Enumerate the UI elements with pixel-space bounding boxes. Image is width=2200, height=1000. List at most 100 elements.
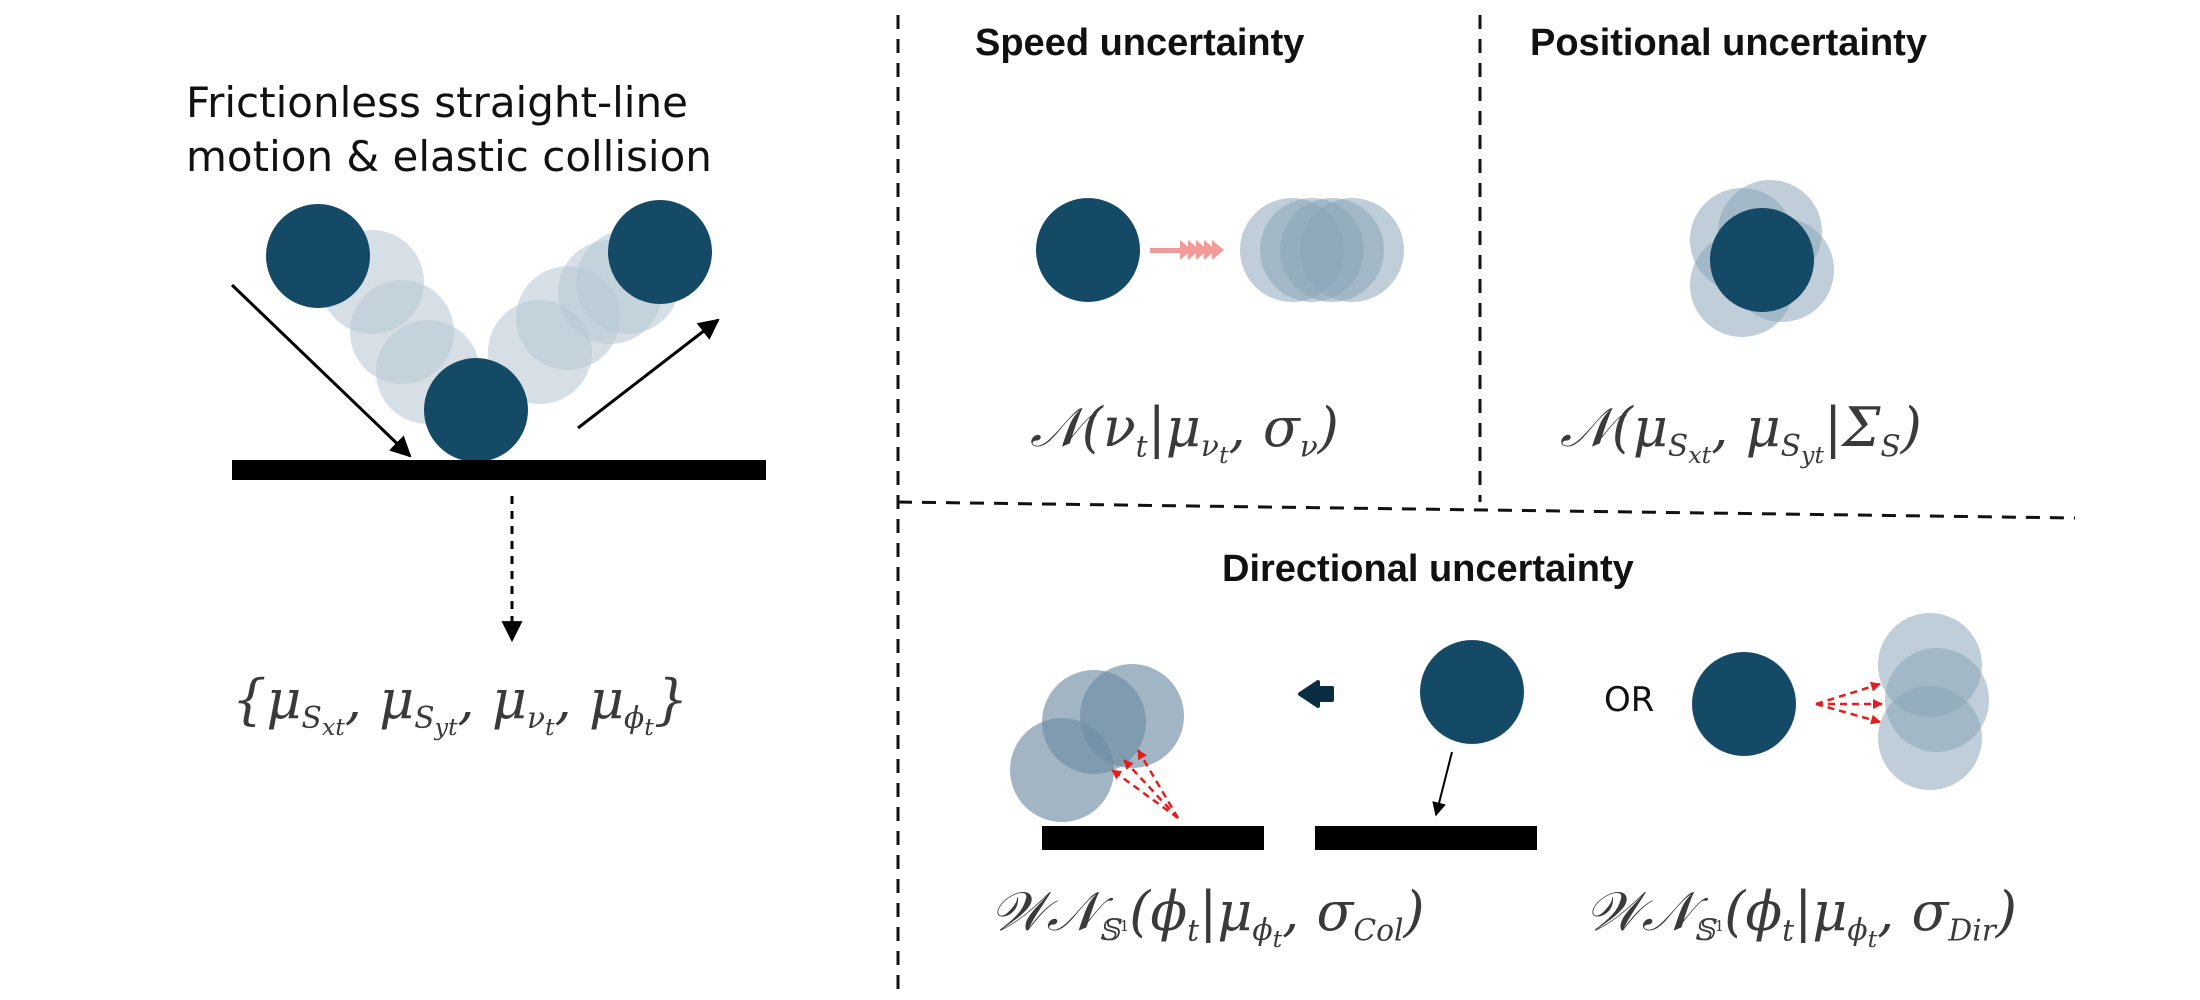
- left-caption-line1: Frictionless straight-line: [186, 78, 688, 127]
- formula-symbol: (: [1611, 396, 1633, 459]
- formula-symbol: ,: [1282, 880, 1317, 943]
- formula-symbol: t: [644, 713, 654, 742]
- formula-symbol: Col: [1353, 913, 1404, 949]
- formula-symbol: 𝕊: [1098, 913, 1120, 949]
- ball: [1420, 640, 1524, 744]
- formula-symbol: S: [1880, 429, 1901, 465]
- formula-symbol: t: [447, 713, 458, 742]
- wall: [1042, 826, 1264, 850]
- formula-symbol: t: [1701, 441, 1712, 470]
- ghost-ball: [1878, 686, 1982, 790]
- positional-title: Positional uncertainty: [1530, 22, 1927, 64]
- formula-symbol: x: [1688, 441, 1702, 470]
- latent-state-formula: {μSxt, μSyt, μνt, μϕt}: [232, 668, 688, 742]
- formula-symbol: ϕ: [1150, 880, 1188, 943]
- speed-title: Speed uncertainty: [975, 22, 1305, 64]
- speed-arrow: [1150, 240, 1224, 260]
- ghost-ball: [1080, 664, 1184, 768]
- formula-symbol: μ: [266, 668, 302, 731]
- direction-formula: 𝒲𝒩𝕊1(ϕt|μϕt, σDir): [1585, 880, 2017, 954]
- wall: [232, 460, 766, 480]
- formula-symbol: 𝒲𝒩: [990, 880, 1099, 943]
- formula-symbol: ): [1995, 880, 2017, 943]
- formula-symbol: t: [335, 713, 345, 742]
- formula-symbol: }: [653, 668, 689, 731]
- result-arrow-icon: [1298, 680, 1334, 708]
- formula-symbol: 𝒲𝒩: [1585, 880, 1694, 943]
- formula-symbol: μ: [1745, 396, 1781, 459]
- formula-symbol: μ: [491, 668, 527, 731]
- formula-symbol: t: [1867, 925, 1878, 954]
- formula-symbol: ,: [554, 668, 589, 731]
- speed-formula: 𝒩(νt|μνt, σν): [1030, 396, 1339, 470]
- formula-symbol: ν: [1299, 429, 1318, 465]
- formula-symbol: t: [1782, 913, 1795, 949]
- formula-symbol: |: [1147, 396, 1166, 459]
- formula-symbol: S: [414, 701, 435, 737]
- formula-symbol: ,: [1711, 396, 1746, 459]
- formula-symbol: μ: [1812, 880, 1848, 943]
- formula-symbol: ,: [1877, 880, 1912, 943]
- formula-symbol: {: [232, 668, 267, 731]
- formula-symbol: ): [1900, 396, 1922, 459]
- ghost-ball: [1300, 198, 1404, 302]
- formula-symbol: ,: [457, 668, 492, 731]
- formula-symbol: σ: [1316, 880, 1354, 943]
- direction-spread-arrows: [1815, 681, 1883, 725]
- incoming-arrow: [1432, 751, 1453, 817]
- ball: [1036, 198, 1140, 302]
- formula-symbol: Σ: [1842, 396, 1881, 459]
- collision-trajectory: [230, 200, 766, 643]
- ball-start: [266, 204, 370, 308]
- left-caption: Frictionless straight-line motion & elas…: [186, 76, 712, 184]
- formula-symbol: 𝕊: [1693, 913, 1715, 949]
- formula-symbol: t: [1187, 913, 1200, 949]
- formula-symbol: |: [1199, 880, 1218, 943]
- formula-symbol: μ: [1217, 880, 1253, 943]
- directional-free-illustration: [1692, 613, 1989, 790]
- formula-symbol: y: [434, 713, 448, 742]
- formula-symbol: μ: [1632, 396, 1668, 459]
- panel-dividers: [896, 15, 2076, 995]
- formula-symbol: t: [1272, 925, 1283, 954]
- formula-symbol: 𝒩: [1030, 396, 1082, 459]
- speed-illustration: [1036, 198, 1404, 302]
- formula-symbol: ,: [1228, 396, 1263, 459]
- ball: [1710, 208, 1814, 312]
- formula-symbol: |: [1794, 880, 1813, 943]
- formula-symbol: ): [1403, 880, 1425, 943]
- formula-symbol: 𝒩: [1560, 396, 1612, 459]
- or-label: OR: [1604, 680, 1655, 720]
- directional-title: Directional uncertainty: [1222, 548, 1634, 590]
- directional-collision-illustration: [1010, 640, 1537, 850]
- formula-symbol: S: [1667, 429, 1689, 465]
- formula-symbol: ν: [1102, 396, 1136, 459]
- formula-symbol: μ: [379, 668, 415, 731]
- formula-symbol: ϕ: [1745, 880, 1783, 943]
- formula-symbol: ν: [1200, 429, 1219, 465]
- formula-symbol: Dir: [1948, 913, 1996, 949]
- formula-symbol: ,: [344, 668, 380, 731]
- wall: [1315, 826, 1537, 850]
- formula-symbol: y: [1801, 441, 1815, 470]
- formula-symbol: ): [1317, 396, 1339, 459]
- ball-end: [608, 200, 712, 304]
- collision-spread-arrows: [1111, 749, 1180, 820]
- formula-symbol: μ: [1165, 396, 1201, 459]
- formula-symbol: x: [321, 713, 336, 742]
- divider-horizontal: [897, 500, 2076, 520]
- collision-formula: 𝒲𝒩𝕊1(ϕt|μϕt, σCol): [990, 880, 1425, 954]
- ball-collision: [424, 358, 528, 462]
- formula-symbol: ν: [526, 701, 546, 737]
- formula-symbol: t: [545, 713, 555, 742]
- formula-symbol: ϕ: [1252, 913, 1273, 949]
- formula-symbol: ϕ: [1847, 913, 1868, 949]
- formula-symbol: |: [1823, 396, 1843, 459]
- formula-symbol: σ: [1262, 396, 1300, 459]
- formula-symbol: S: [301, 701, 322, 737]
- formula-symbol: (: [1129, 880, 1151, 943]
- formula-symbol: 1: [1119, 917, 1130, 936]
- formula-symbol: t: [1218, 441, 1229, 470]
- formula-symbol: t: [1814, 441, 1824, 470]
